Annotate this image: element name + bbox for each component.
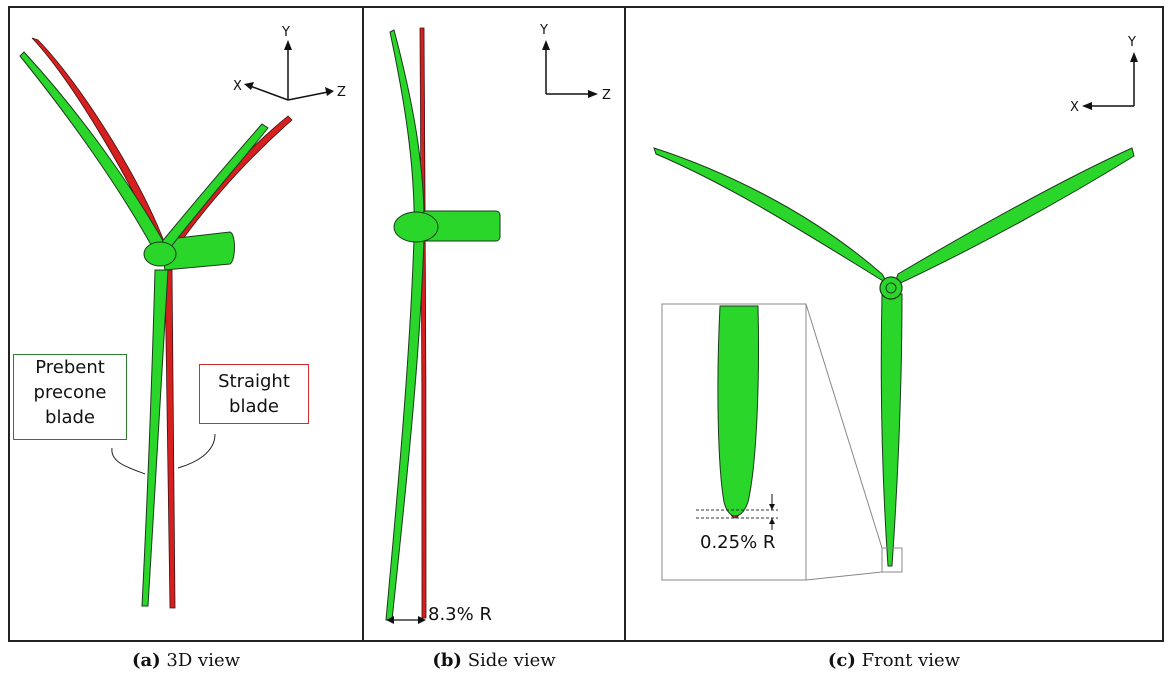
legend-prebent-precone-blade: Prebent precone blade	[13, 354, 127, 440]
tip-inset: 0.25% R	[661, 303, 807, 581]
nacelle	[159, 231, 235, 271]
panel-front-view: Y X 0.25% R	[624, 6, 1164, 642]
caption-a-text: 3D view	[166, 650, 241, 671]
axis-y-label: Y	[281, 25, 290, 40]
panel-3d-view: Y X Z	[8, 6, 364, 642]
panel-side-view: Y Z 8.3% R	[362, 6, 626, 642]
tip-offset-label: 8.3% R	[428, 604, 492, 625]
straight-blade-upper-right	[173, 115, 293, 244]
turbine-front-drawing: Y X 0.25% R	[653, 35, 1138, 581]
tip-offset-dimension: 8.3% R	[386, 604, 492, 625]
caption-c-tag: (c)	[827, 650, 856, 671]
caption-b-tag: (b)	[432, 650, 462, 671]
hub	[143, 241, 177, 267]
legend-straight-blade: Straight blade	[199, 364, 309, 424]
axis-triad-3d: Y X Z	[233, 25, 346, 101]
side-hub	[393, 211, 439, 243]
axis-x-label: X	[1070, 100, 1079, 115]
axis-z-label: Z	[337, 85, 346, 100]
turbine-side-drawing: Y Z 8.3% R	[385, 23, 611, 625]
legend-straight-line2: blade	[229, 396, 279, 417]
prebent-blade-upper-right	[159, 123, 269, 249]
axis-y-label: Y	[1127, 35, 1136, 50]
front-blade-lower	[880, 293, 903, 567]
axis-triad-front: Y X	[1070, 35, 1138, 115]
turbine-3d-drawing: Y X Z	[19, 25, 346, 609]
tip-zoom-marker	[881, 547, 903, 573]
axis-z-label: Z	[602, 88, 611, 103]
leader-straight	[177, 433, 216, 469]
axis-triad-side: Y Z	[539, 23, 611, 103]
legend-prebent-line1: Prebent	[35, 357, 105, 378]
legend-prebent-line3: blade	[45, 407, 95, 428]
front-hub	[879, 276, 903, 300]
axis-x-label: X	[233, 79, 242, 94]
prebent-blade-lower	[141, 269, 169, 607]
caption-c-text: Front view	[861, 650, 961, 671]
side-straight-blade	[419, 27, 427, 619]
caption-a-tag: (a)	[131, 650, 161, 671]
inset-prebent-tip	[717, 305, 759, 517]
prebent-blade-upper-left	[19, 51, 167, 253]
caption-b: (b) Side view	[362, 650, 626, 671]
front-blade-left	[653, 147, 889, 285]
caption-c: (c) Front view	[624, 650, 1164, 671]
leader-prebent	[111, 447, 146, 475]
side-prebent-blade	[385, 29, 425, 621]
legend-prebent-line2: precone	[33, 382, 107, 403]
legend-straight-line1: Straight	[218, 371, 290, 392]
tip-deflection-label: 0.25% R	[700, 532, 775, 553]
caption-a: (a) 3D view	[8, 650, 364, 671]
axis-y-label: Y	[539, 23, 548, 38]
front-blade-right	[893, 147, 1135, 287]
caption-b-text: Side view	[467, 650, 556, 671]
straight-blade-lower	[164, 269, 176, 609]
